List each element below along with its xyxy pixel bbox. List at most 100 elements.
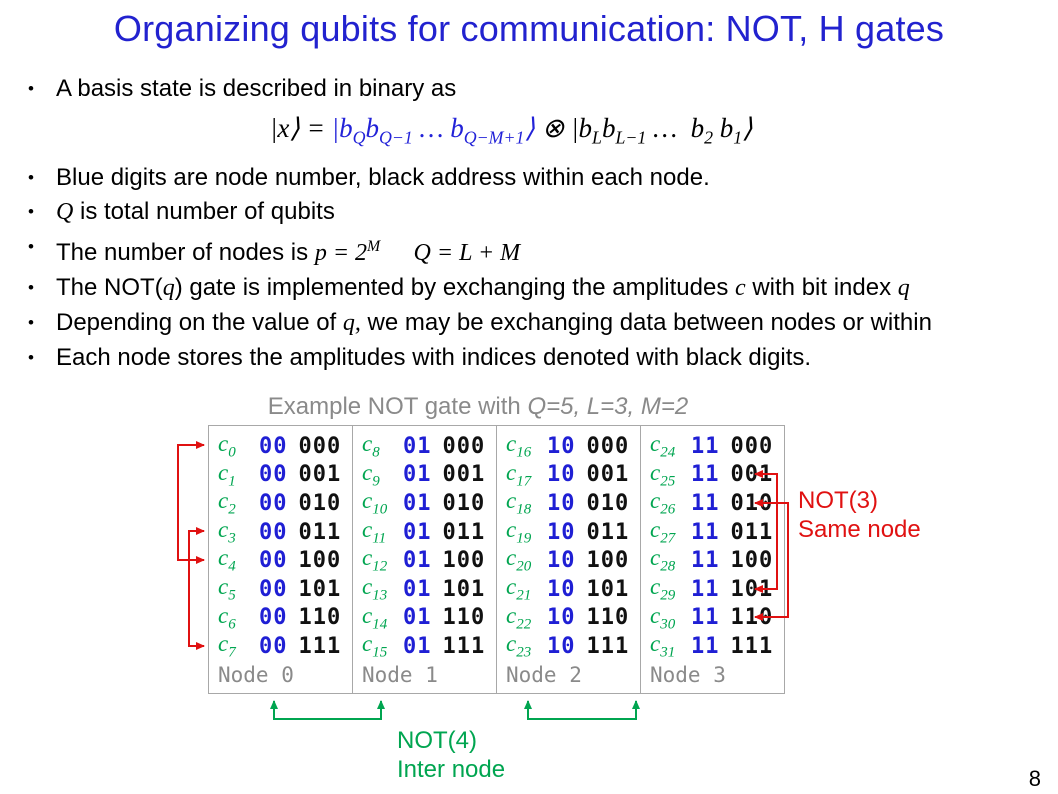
node-bits: 01 [403,519,432,545]
amplitude-symbol: c10 [362,488,388,518]
not4-bracket-node0-node1 [270,700,385,720]
math-text: ⊗ |bLbL−1 … b2 b1⟩ [535,113,753,148]
amplitude-symbol: c13 [362,573,388,604]
amplitude-symbol: c21 [506,573,532,604]
text-segment: is total number of qubits [73,198,335,226]
not4-annotation: NOT(4) Inter node [397,726,505,784]
amplitude-symbol: c0 [218,431,236,461]
address-bits: 011 [442,519,486,545]
page-number: 8 [1028,766,1041,791]
amplitude-symbol: c8 [362,431,380,461]
address-bits: 101 [730,576,774,602]
amplitude-symbol: c17 [506,459,532,490]
node-bits: 00 [259,548,288,574]
amplitude-symbol: c22 [506,602,532,633]
bullet-text: A basis state is described in binary as [56,74,456,103]
address-bits: 101 [442,576,486,602]
amplitude-row: c4 00 100 [218,545,352,575]
amplitude-symbol: c4 [218,545,236,575]
node-bits: 01 [403,605,432,631]
math-text: q [162,275,175,302]
node-bits: 00 [259,633,288,659]
address-bits: 110 [298,605,342,631]
math-text: q, [342,310,361,337]
amplitude-symbol: c24 [650,431,676,461]
address-bits: 000 [298,433,342,459]
bullet-marker: • [28,79,34,98]
node-bits: 11 [691,462,720,488]
node-bits: 00 [259,605,288,631]
amplitude-symbol: c14 [362,602,388,633]
node-bits: 11 [691,548,720,574]
bullet-item: • Each node stores the amplitudes with in… [24,343,1040,372]
bullet-text: Each node stores the amplitudes with ind… [56,343,811,372]
basis-state-formula: |x⟩ = |bQbQ−1 … bQ−M+1⟩ ⊗ |bLbL−1 … b2 b… [270,108,1040,157]
not3-sublabel: Same node [798,516,921,543]
address-bits: 111 [298,633,342,659]
math-text: |bQbQ−1 … bQ−M+1⟩ [331,113,535,148]
node-bits: 11 [691,519,720,545]
address-bits: 100 [586,548,630,574]
node-label: Node 3 [650,662,726,687]
bullet-list: • A basis state is described in binary as… [24,74,1040,377]
node-bits: 11 [691,490,720,516]
address-bits: 100 [730,548,774,574]
bullet-marker: • [28,168,34,188]
text-segment: with bit index [745,274,898,302]
not4-label: NOT(4) [397,727,477,754]
math-text: p = 2M [314,238,381,267]
address-bits: 100 [298,548,342,574]
address-bits: 011 [298,519,342,545]
amplitude-symbol: c15 [362,631,388,661]
node-label: Node 1 [362,662,438,687]
figure-caption-parameters: Q=5, L=3, M=2 [527,393,689,420]
node-bits: 10 [547,433,576,459]
not4-bracket-node2-node3 [524,700,640,720]
address-bits: 000 [442,433,486,459]
node-bits: 00 [259,576,288,602]
node-bits: 11 [691,605,720,631]
node-bits: 01 [403,576,432,602]
math-text: |x⟩ = [270,113,332,143]
amplitude-symbol: c11 [362,516,387,547]
address-bits: 010 [442,490,486,516]
address-bits: 010 [298,490,342,516]
not3-annotation: NOT(3) Same node [798,486,921,544]
node-bits: 10 [547,519,576,545]
text-segment: ) gate is implemented by exchanging the … [174,274,736,302]
address-bits: 000 [586,433,630,459]
amplitude-symbol: c23 [506,631,532,661]
node-bits: 00 [259,433,288,459]
node-bits: 00 [259,519,288,545]
bullet-item: •Q is total number of qubits [24,197,1040,227]
node-bits: 10 [547,633,576,659]
node-label: Node 2 [506,662,582,687]
not3-left-bracket-c0-c4 [177,441,205,564]
bullet-text: Depending on the value of q, we may be e… [56,308,932,338]
bullet-marker: • [28,348,34,368]
math-text: q [897,275,910,302]
amplitude-symbol: c6 [218,602,236,633]
bullet-text: Blue digits are node number, black addre… [56,163,710,192]
text-segment: The number of nodes is [56,239,315,267]
address-bits: 111 [586,633,630,659]
amplitude-row: c8 01 000 [362,431,496,461]
node-bits: 01 [403,433,432,459]
node-bits: 00 [259,462,288,488]
bullet-marker: • [28,237,34,257]
node-bits: 00 [259,490,288,516]
